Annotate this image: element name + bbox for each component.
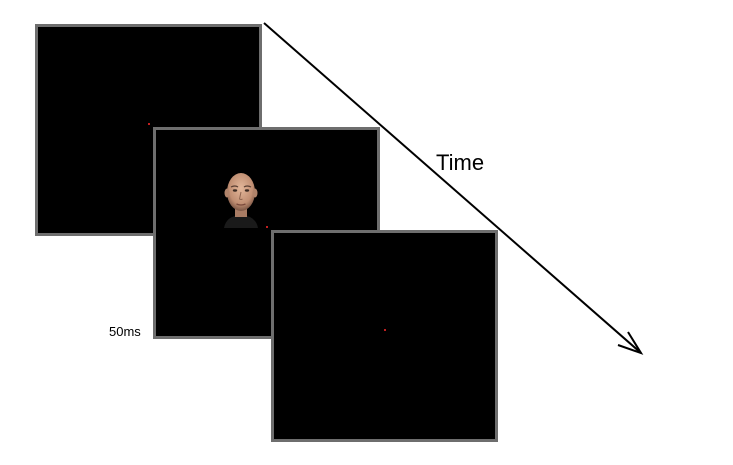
fixation-screen-2 [271,230,498,442]
fixation-dot [266,226,268,228]
face-stimulus-icon [224,173,258,228]
time-label: Time [436,150,485,175]
duration-label: 50ms [109,324,141,339]
fixation-dot [384,329,386,331]
fixation-dot [148,123,150,125]
